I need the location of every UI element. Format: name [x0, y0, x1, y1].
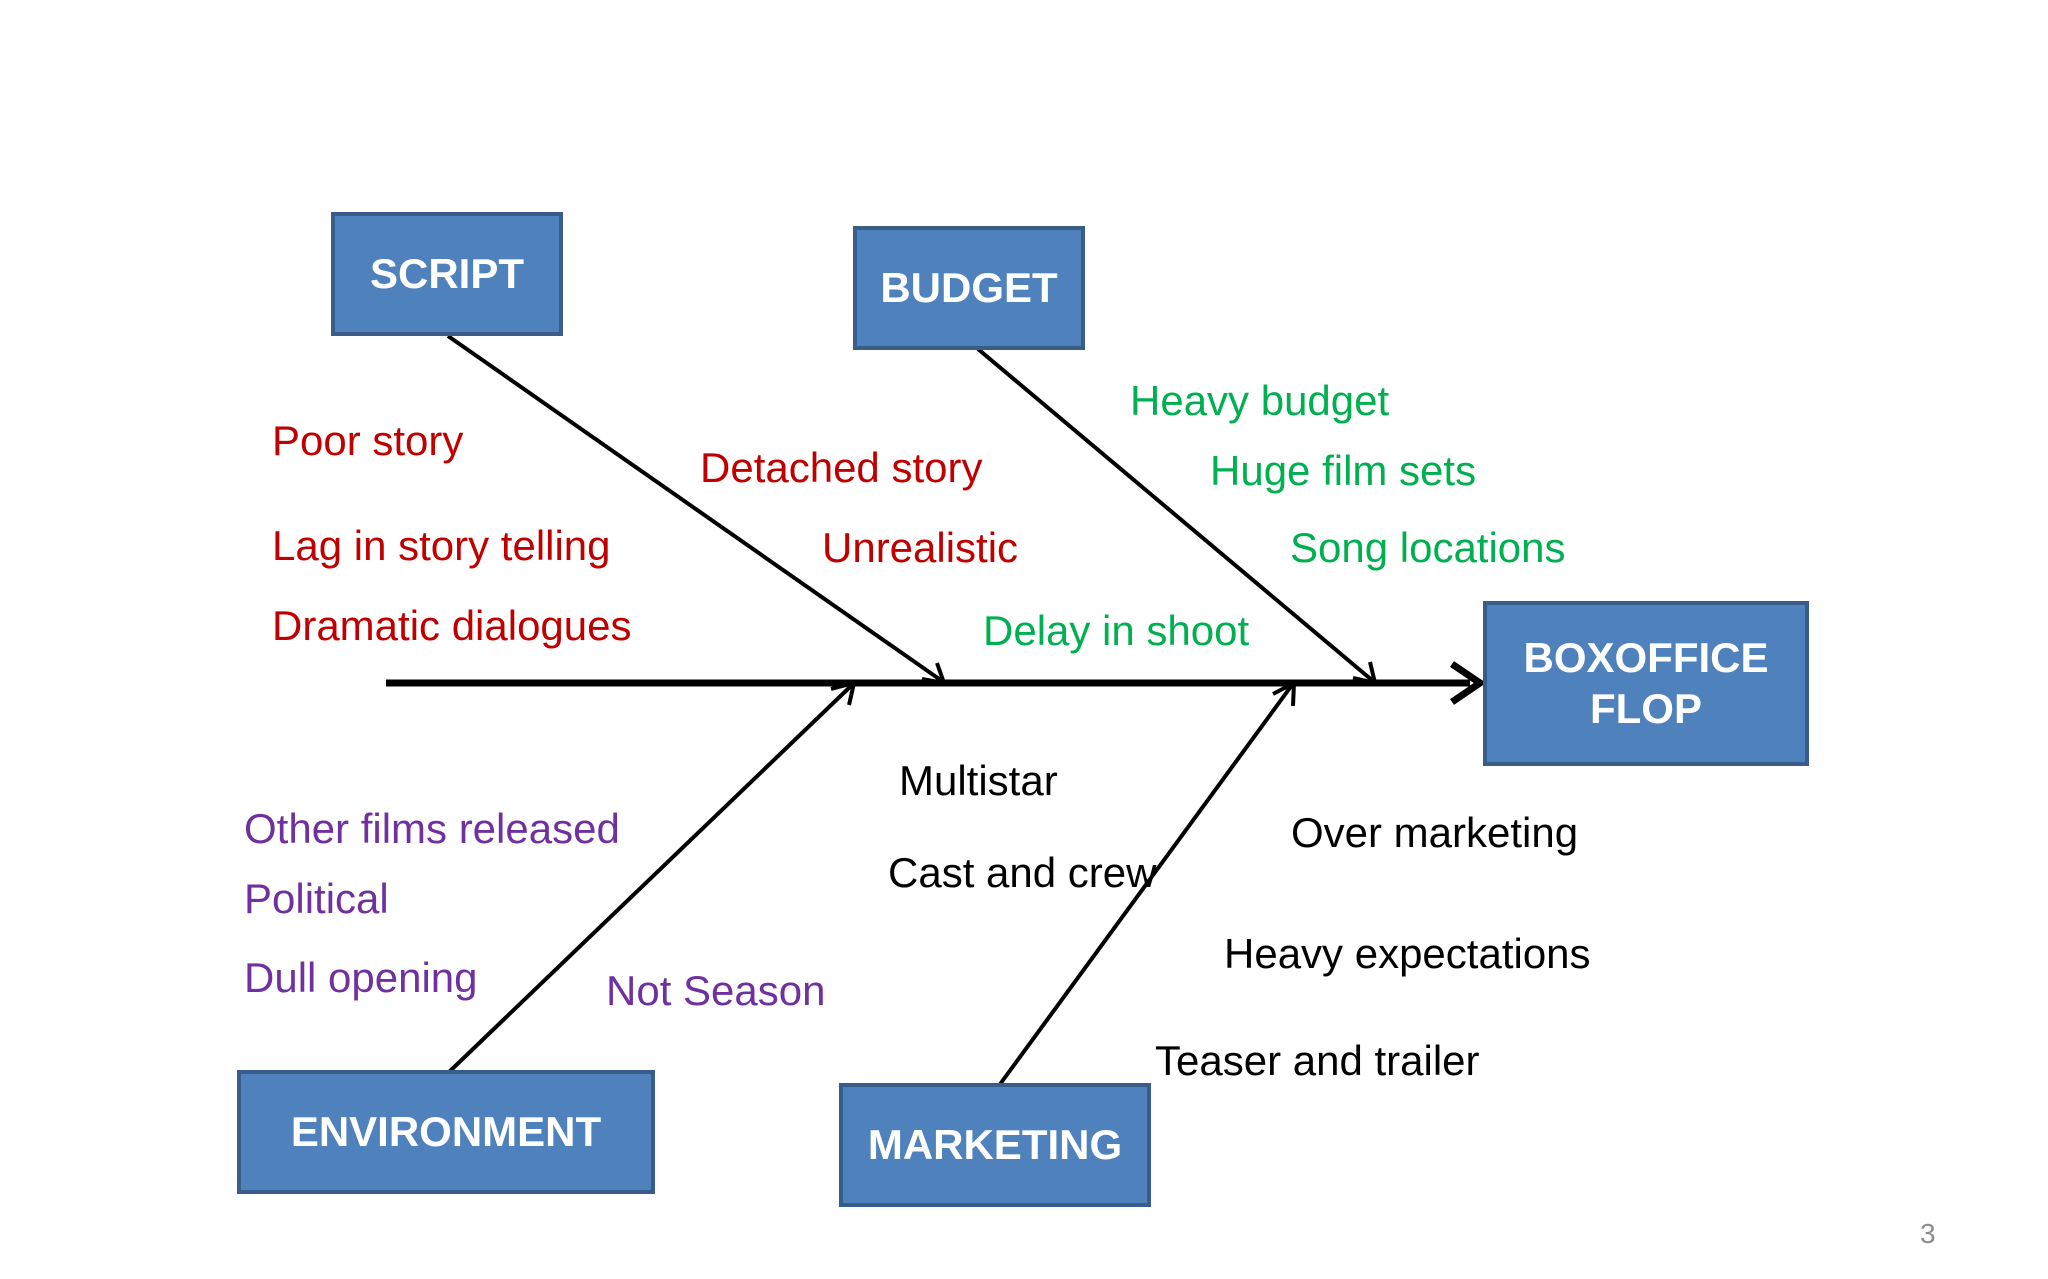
- marketing-cause: Cast and crew: [888, 849, 1157, 896]
- script-bone: [446, 334, 944, 683]
- effect-label-line2: FLOP: [1590, 684, 1702, 732]
- effect-label-line1: BOXOFFICE: [1523, 634, 1769, 682]
- environment-cause: Not Season: [606, 967, 826, 1014]
- script-cause: Unrealistic: [822, 524, 1019, 571]
- environment-cause: Other films released: [244, 805, 620, 852]
- budget-category-label: BUDGET: [880, 263, 1058, 311]
- environment-category-box: ENVIRONMENT: [237, 1070, 655, 1194]
- budget-cause: Heavy budget: [1130, 377, 1390, 424]
- script-cause: Lag in story telling: [272, 522, 611, 569]
- budget-category-box: BUDGET: [853, 226, 1085, 350]
- spine-arrowhead: [1450, 661, 1487, 705]
- script-cause: Detached story: [700, 444, 983, 491]
- marketing-bone: [996, 683, 1294, 1089]
- marketing-bone-arrowhead: [1272, 679, 1297, 707]
- budget-cause: Song locations: [1290, 524, 1566, 571]
- marketing-category-label: MARKETING: [867, 1120, 1123, 1168]
- environment-cause: Political: [244, 875, 389, 922]
- script-cause: Dramatic dialogues: [272, 602, 632, 649]
- environment-category-label: ENVIRONMENT: [290, 1107, 602, 1155]
- effect-box: BOXOFFICE FLOP: [1483, 601, 1809, 766]
- script-bone-arrowhead: [921, 662, 948, 686]
- script-category-label: SCRIPT: [369, 249, 524, 297]
- environment-bone: [446, 683, 854, 1075]
- marketing-cause: Heavy expectations: [1224, 930, 1591, 977]
- budget-bone-arrowhead: [1352, 661, 1378, 686]
- marketing-cause: Multistar: [899, 757, 1058, 804]
- script-category-box: SCRIPT: [331, 212, 563, 336]
- marketing-cause: Over marketing: [1291, 809, 1579, 856]
- budget-cause: Huge film sets: [1210, 447, 1477, 494]
- environment-cause: Dull opening: [244, 954, 478, 1001]
- slide-number: 3: [1920, 1218, 1936, 1249]
- budget-cause: Delay in shoot: [983, 607, 1250, 654]
- marketing-cause: Teaser and trailer: [1155, 1037, 1480, 1084]
- script-cause: Poor story: [272, 417, 464, 464]
- budget-bone: [976, 347, 1375, 683]
- environment-bone-arrowhead: [830, 680, 857, 706]
- marketing-category-box: MARKETING: [839, 1083, 1151, 1207]
